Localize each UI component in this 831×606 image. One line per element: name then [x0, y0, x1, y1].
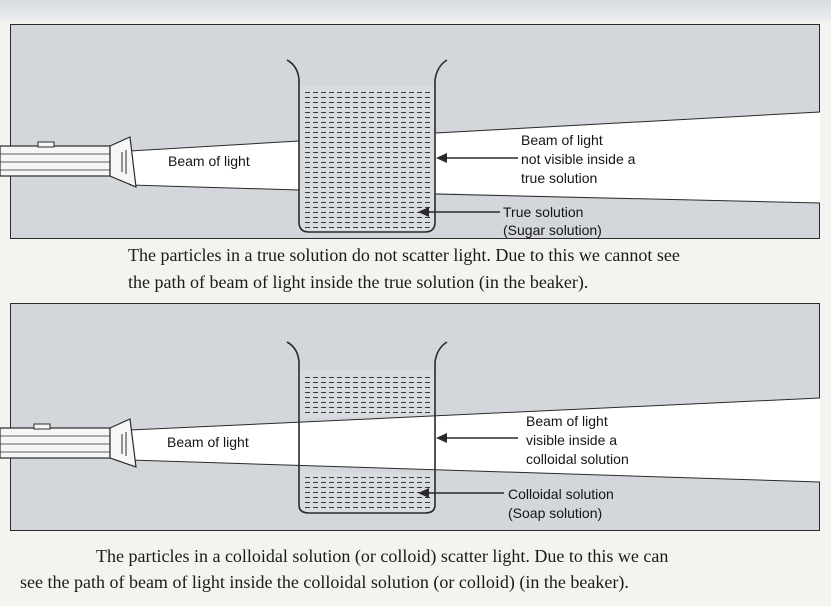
solution-label-2-line2: (Soap solution) — [508, 505, 603, 521]
beaker-1 — [286, 59, 448, 233]
light-beam-2 — [130, 398, 820, 482]
arrow-label-1-line2: not visible inside a — [521, 151, 636, 167]
arrow-label-1-line1: Beam of light — [521, 132, 603, 148]
caption-2-line2: see the path of beam of light inside the… — [20, 572, 629, 592]
arrow-label-2-line1: Beam of light — [526, 413, 608, 429]
caption-1-line2: the path of beam of light inside the tru… — [128, 272, 589, 292]
arrow-label-2-line2: visible inside a — [526, 432, 618, 448]
beaker-2 — [286, 341, 448, 514]
caption-2-line1: The particles in a colloidal solution (o… — [96, 546, 669, 566]
scan-top-strip — [0, 0, 831, 22]
solution-label-1-line2: (Sugar solution) — [503, 222, 602, 238]
arrow-label-1-line3: true solution — [521, 170, 598, 186]
torch-1 — [0, 136, 137, 188]
beam-label-1: Beam of light — [168, 153, 250, 169]
solution-label-1-line1: True solution — [503, 204, 584, 220]
beam-label-2: Beam of light — [167, 434, 249, 450]
arrow-label-2-line3: colloidal solution — [526, 451, 629, 467]
solution-label-2-line1: Colloidal solution — [508, 486, 614, 502]
torch-2 — [0, 418, 137, 468]
caption-1-line1: The particles in a true solution do not … — [128, 245, 680, 265]
